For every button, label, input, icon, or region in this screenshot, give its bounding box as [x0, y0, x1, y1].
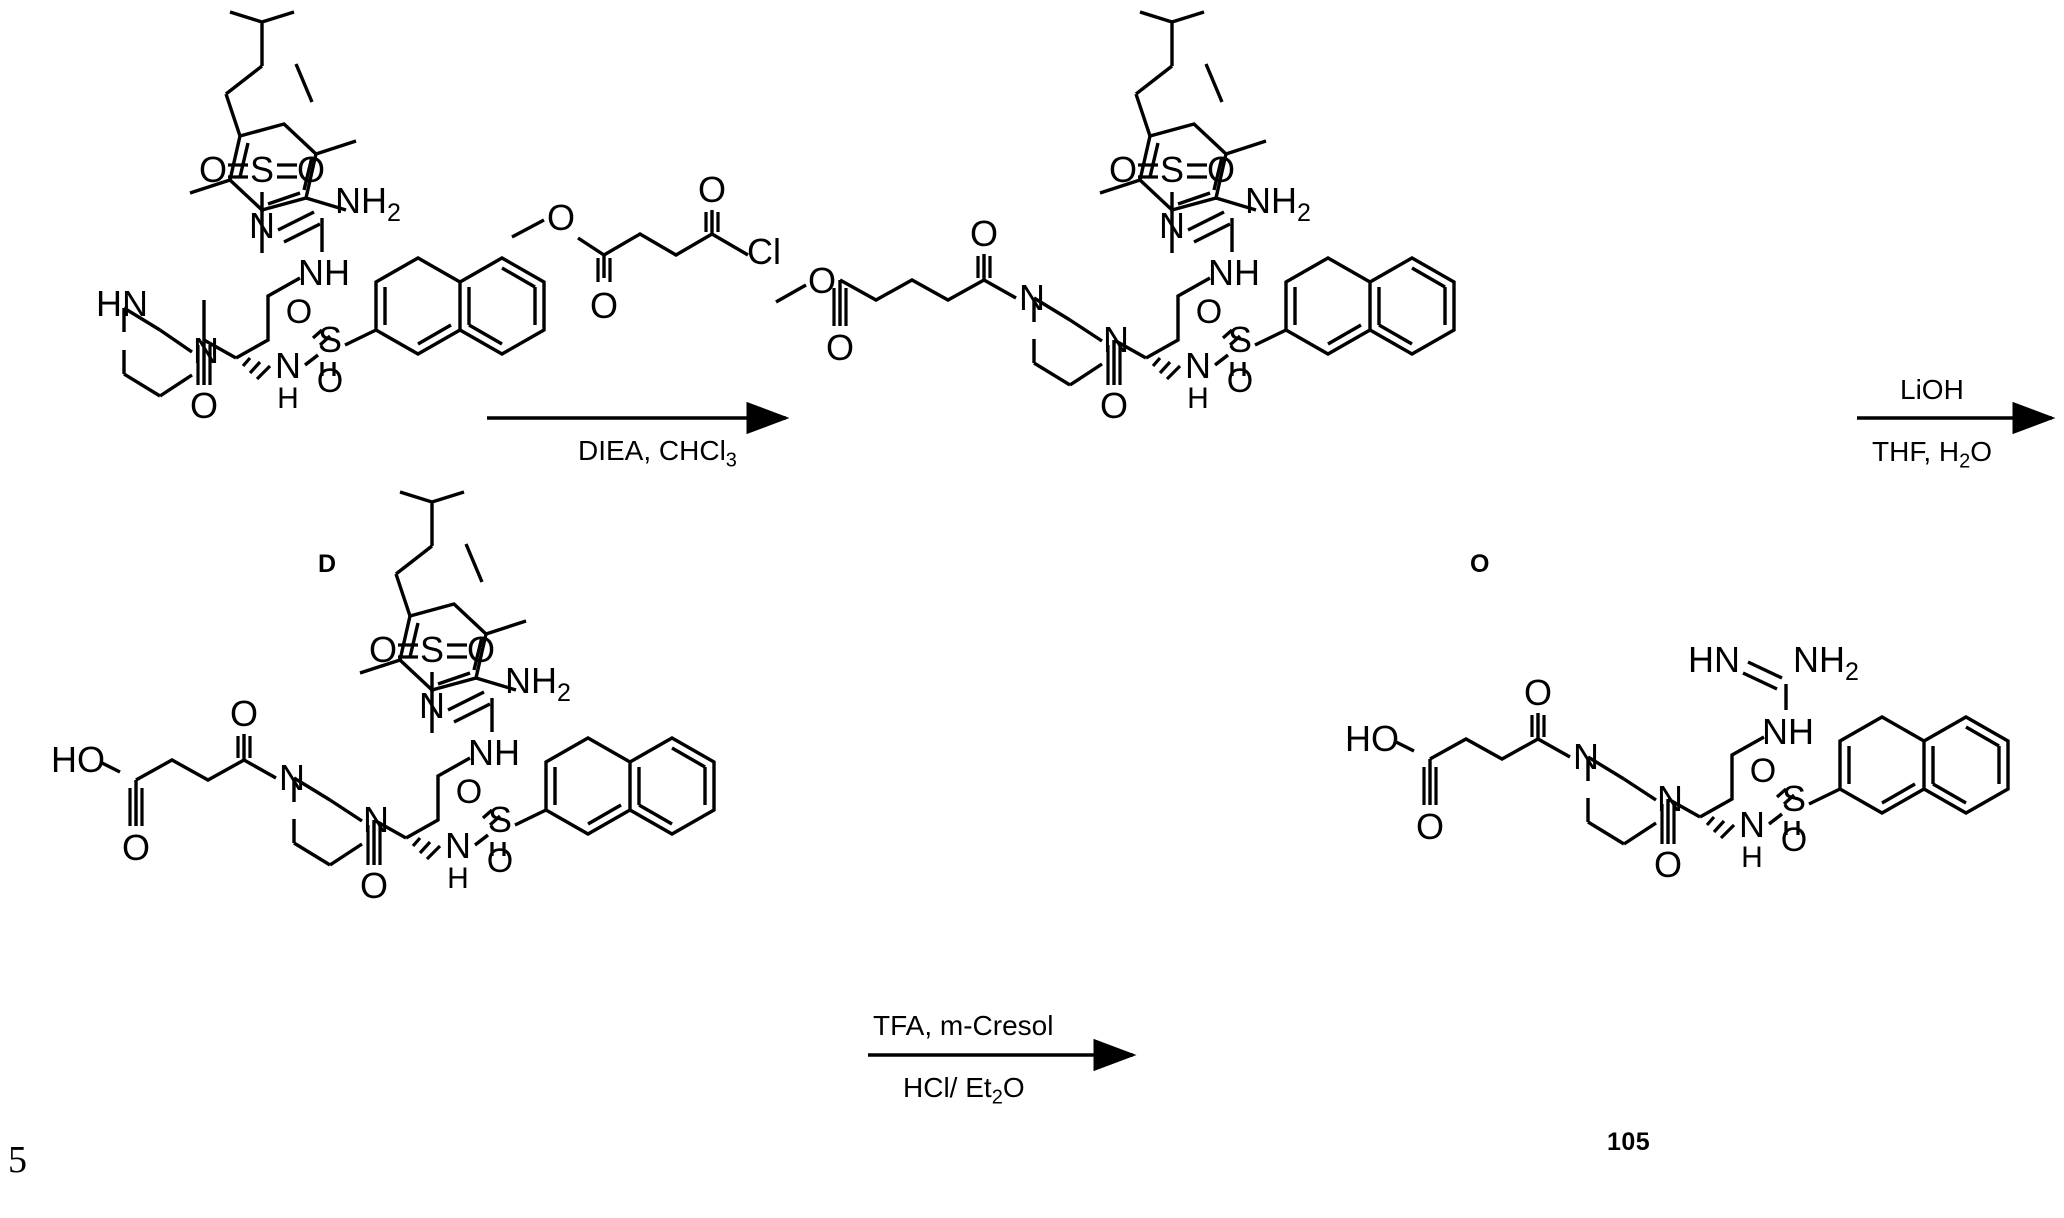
atom-N: N: [419, 685, 445, 726]
structure-O-drawing: S O O N NH2 NH N H S O O O N: [775, 10, 1456, 426]
atom-S: S: [250, 149, 274, 190]
structure-D-drawing: S O O N NH2 NH N H N HN O S: [96, 10, 546, 426]
atom-O-carbonyl: O: [122, 827, 150, 868]
atom-O: O: [1207, 149, 1235, 190]
atom-H: H: [1187, 382, 1209, 415]
atom-O-carbonyl: O: [970, 213, 998, 254]
atom-O-carbonyl: O: [1524, 672, 1552, 713]
atom-HO-acid: HO: [1345, 718, 1399, 759]
atom-NH2: NH2: [1245, 180, 1311, 227]
atom-NH2: NH2: [505, 660, 571, 707]
atom-N-sulfonamide: N: [1185, 345, 1211, 386]
atom-O: O: [286, 293, 312, 331]
atom-NH: NH: [298, 252, 350, 293]
atom-O: O: [467, 629, 495, 670]
atom-N-sulfonamide: N: [445, 825, 471, 866]
atom-N: N: [249, 205, 275, 246]
atom-O: O: [1196, 293, 1222, 331]
page-number: 5: [8, 1139, 27, 1181]
atom-S: S: [420, 629, 444, 670]
atom-N-piperazine: N: [1019, 277, 1045, 318]
structure-105-drawing: HN NH2 NH N H S O O O N N O: [1345, 639, 2010, 885]
atom-H: H: [277, 382, 299, 415]
compound-label-105: 105: [1607, 1128, 1651, 1156]
compound-label-O: O: [1470, 550, 1490, 578]
atom-O-carbonyl: O: [230, 693, 258, 734]
atom-NH: NH: [1208, 252, 1260, 293]
atom-NH2: NH2: [1793, 639, 1859, 686]
atom-Cl: Cl: [747, 231, 781, 272]
atom-O: O: [456, 773, 482, 811]
atom-HN-piperazine: HN: [96, 283, 148, 324]
atom-O: O: [1750, 752, 1776, 790]
atom-O-ester: O: [547, 197, 575, 238]
atom-O: O: [297, 149, 325, 190]
condition-step2-above: LiOH: [1900, 374, 1964, 405]
atom-N: N: [1159, 205, 1185, 246]
atom-N-sulfonamide: N: [1739, 804, 1765, 845]
atom-HN-guanidine: HN: [1688, 639, 1740, 680]
structure-acid-intermediate-drawing: S O O N NH2 NH N H S O O O N N: [51, 490, 716, 906]
atom-O-carbonyl: O: [360, 865, 388, 906]
atom-O-carbonyl: O: [698, 169, 726, 210]
atom-S-sulfonamide: S: [1228, 319, 1252, 360]
atom-N-piperazine: N: [279, 757, 305, 798]
atom-O-carbonyl: O: [190, 385, 218, 426]
atom-N-piperazine: N: [1103, 319, 1129, 360]
atom-O: O: [199, 149, 227, 190]
atom-O-ester: O: [808, 260, 836, 301]
condition-step1-below: DIEA, CHCl3: [578, 435, 737, 472]
atom-N-piperazine: N: [363, 799, 389, 840]
condition-step3-below: HCl/ Et2O: [903, 1072, 1025, 1109]
atom-HO-acid: HO: [51, 739, 105, 780]
atom-H: H: [447, 862, 469, 895]
atom-NH: NH: [1762, 711, 1814, 752]
atom-S-sulfonamide: S: [488, 799, 512, 840]
atom-S-sulfonamide: S: [1782, 778, 1806, 819]
atom-NH-sulfonamide: N: [275, 345, 301, 386]
atom-O-carbonyl: O: [1654, 844, 1682, 885]
condition-step2-below: THF, H2O: [1872, 436, 1993, 473]
atom-N-piperazine: N: [1573, 736, 1599, 777]
atom-N-piperazine: N: [1657, 778, 1683, 819]
atom-S-sulfonamide: S: [318, 319, 342, 360]
atom-S: S: [1160, 149, 1184, 190]
atom-NH2: NH2: [335, 180, 401, 227]
atom-O: O: [369, 629, 397, 670]
atom-O-carbonyl: O: [1100, 385, 1128, 426]
atom-O-carbonyl: O: [826, 327, 854, 368]
condition-step3-above: TFA, m-Cresol: [873, 1010, 1054, 1041]
compound-label-D: D: [318, 550, 337, 578]
reagent-methyl-adipoyl-chloride: O O O Cl: [511, 169, 781, 326]
atom-O-carbonyl: O: [590, 285, 618, 326]
atom-H: H: [1741, 841, 1763, 874]
atom-NH: NH: [468, 732, 520, 773]
atom-O: O: [1109, 149, 1137, 190]
atom-O-carbonyl: O: [1416, 806, 1444, 847]
